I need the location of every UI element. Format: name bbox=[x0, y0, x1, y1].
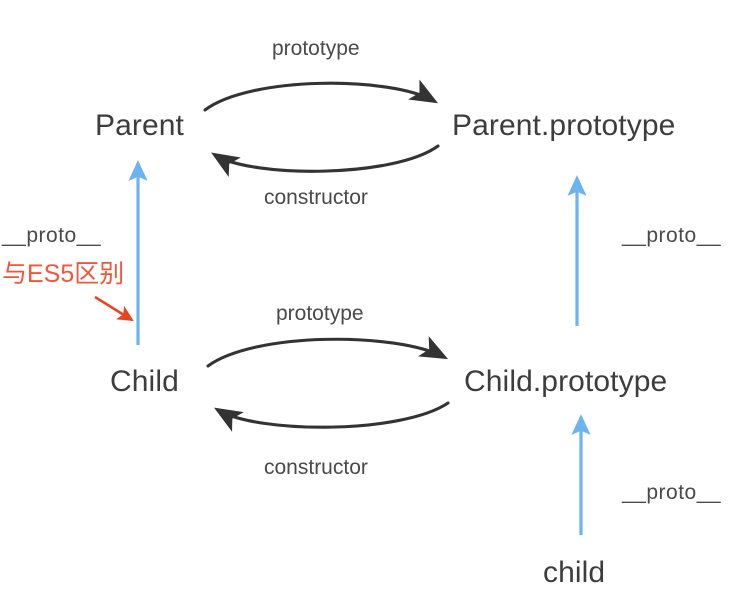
node-parent: Parent bbox=[95, 109, 184, 142]
node-child-instance: child bbox=[543, 556, 606, 589]
proto-label-instance-to-child-prototype: __proto__ bbox=[622, 481, 722, 504]
proto-label-child-to-parent: __proto__ bbox=[2, 224, 102, 247]
proto-label-child-prototype-to-parent-prototype: __proto__ bbox=[622, 224, 722, 247]
node-child: Child bbox=[110, 365, 179, 398]
edge-label-child-prototype: prototype bbox=[276, 302, 364, 325]
edge-parent-prototype-to-parent bbox=[211, 144, 440, 177]
edge-child-prototype-to-child bbox=[214, 401, 450, 432]
edge-child-to-child-prototype bbox=[206, 336, 449, 368]
edge-parent-to-parent-prototype bbox=[203, 79, 439, 112]
node-child-prototype: Child.prototype bbox=[464, 365, 668, 398]
edge-label-parent-constructor: constructor bbox=[264, 186, 368, 209]
edge-label-child-constructor: constructor bbox=[264, 456, 368, 479]
annotation-pointer-arrow bbox=[94, 295, 134, 322]
node-parent-prototype: Parent.prototype bbox=[452, 109, 676, 142]
annotation-es5-difference: 与ES5区别 bbox=[2, 260, 125, 288]
edge-label-parent-prototype: prototype bbox=[272, 37, 360, 60]
